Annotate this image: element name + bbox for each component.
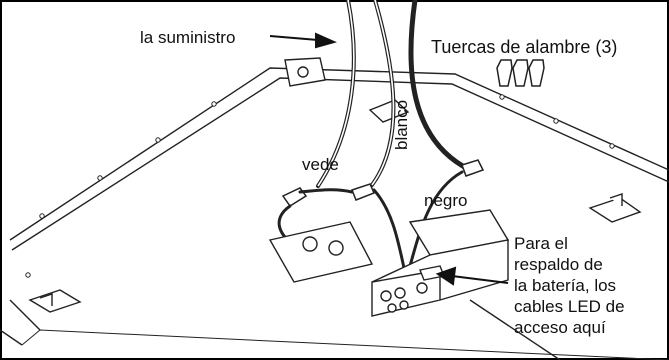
supply-wires bbox=[316, 0, 473, 188]
white-label: blanco bbox=[392, 99, 411, 150]
callout-arrows bbox=[269, 32, 509, 286]
ground-plate bbox=[268, 221, 374, 283]
battery-note-line: la batería, los bbox=[514, 276, 617, 295]
green-label: vede bbox=[302, 155, 339, 174]
wire-nuts-icon bbox=[496, 59, 545, 87]
panel-brackets bbox=[28, 57, 642, 313]
battery-note-line: respaldo de bbox=[514, 255, 603, 274]
wire-nuts-label: Tuercas de alambre (3) bbox=[431, 37, 618, 57]
black-label: negro bbox=[424, 191, 468, 210]
supply-label: la suministro bbox=[140, 28, 236, 47]
driver-box bbox=[371, 209, 510, 317]
battery-note-line: acceso aquí bbox=[514, 318, 606, 337]
battery-note-line: cables LED de bbox=[514, 297, 625, 316]
panel-screws bbox=[25, 94, 615, 278]
panel-outline bbox=[0, 67, 669, 360]
battery-note: Para el respaldo de la batería, los cabl… bbox=[514, 233, 664, 338]
battery-note-line: Para el bbox=[514, 234, 568, 253]
